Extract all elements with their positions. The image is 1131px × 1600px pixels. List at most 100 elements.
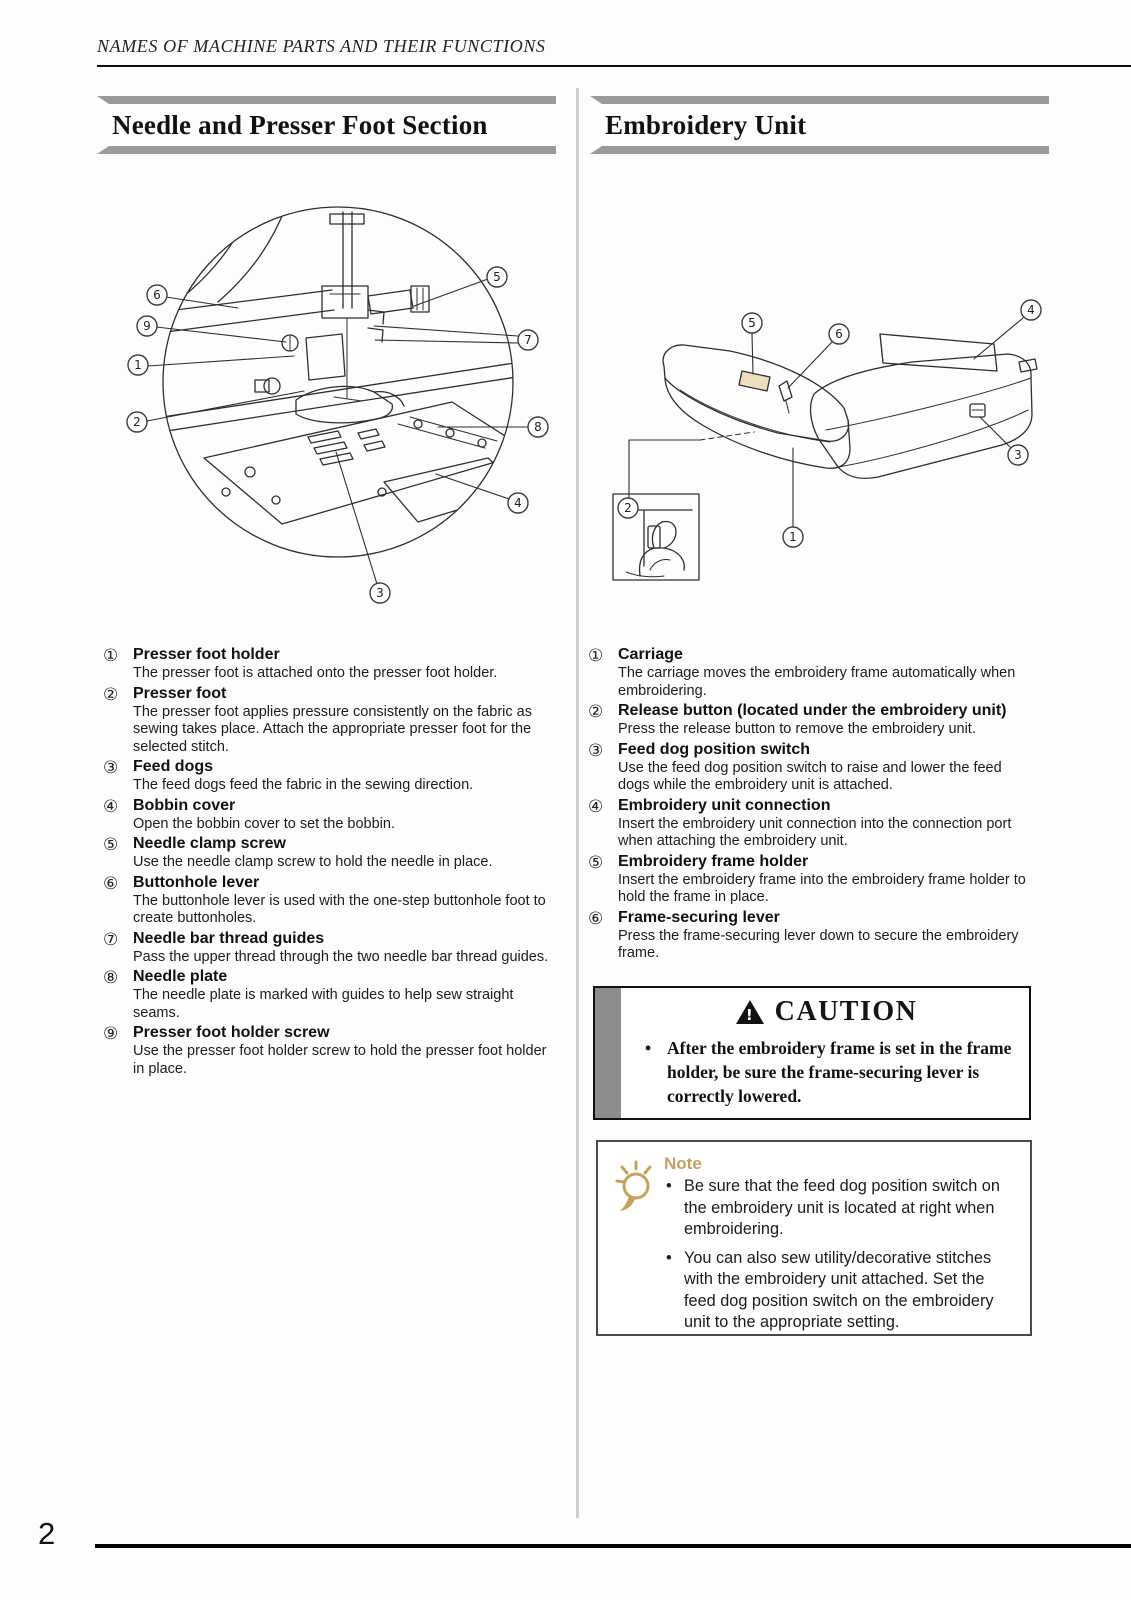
part-name: Carriage [618,646,683,663]
callout-circle [1020,299,1042,321]
part-number: ⑤ [103,835,119,854]
part-description: Pass the upper thread through the two ne… [133,948,549,965]
leader-lines [146,278,529,585]
part-description: The buttonhole lever is used with the on… [133,892,546,927]
callout-number: 7 [524,333,532,347]
bullet-item: After the embroidery frame is set in the… [641,1036,1017,1108]
part-name: Frame-securing lever [618,908,780,926]
part-number: ⑥ [103,873,119,893]
warning-triangle-icon: ! [735,999,764,1024]
callout-circle [782,526,804,548]
callout-circle [126,411,148,433]
part-name: Feed dogs [133,758,214,775]
callout-circle [486,266,508,288]
caution-items: After the embroidery frame is set in the… [641,1036,1017,1108]
bullet-item: Be sure that the feed dog position switc… [664,1176,1016,1241]
part-description: Press the release button to remove the e… [618,721,976,737]
caution-box: ! CAUTION After the embroidery frame is … [593,986,1031,1120]
callout-circle [517,329,539,351]
callout-circle [146,284,168,306]
title-bar-bottom [97,146,556,154]
callout-number: 3 [376,586,384,600]
part-number: ① [103,646,119,665]
part-description: The feed dogs feed the fabric in the sew… [133,777,474,793]
part-name: Needle clamp screw [133,835,286,852]
bullet-item: You can also sew utility/decorative stit… [664,1248,1016,1334]
column-divider [576,88,579,1518]
embroidery-unit-line-art [612,333,1038,581]
callout-circle [828,323,850,345]
machine-line-art [163,207,513,557]
diagram-circle-frame [162,206,514,558]
title-bar-top [97,96,556,104]
part-description: The presser foot is attached onto the pr… [133,665,498,681]
note-title: Note [664,1154,702,1173]
callout-circle [507,492,529,514]
part-description: Press the frame-securing lever down to s… [618,927,1019,962]
callout-circle [1007,444,1029,466]
part-name: Presser foot [133,684,227,702]
title-bar-bottom [590,146,1049,154]
part-name: Embroidery unit connection [618,796,831,814]
part-description: Use the feed dog position switch to rais… [618,759,1002,794]
section-title-text: Needle and Presser Foot Section [112,110,488,140]
callout-number: 1 [789,530,797,544]
callout-circle [741,312,763,334]
part-number: ⑨ [103,1024,119,1043]
part-name: Needle plate [133,968,228,985]
section-title-embroidery: Embroidery Unit [590,96,1049,154]
part-number: ② [588,702,604,721]
callout-circle [136,315,158,337]
caution-heading: ! CAUTION [635,996,1017,1028]
callout-number: 5 [493,270,501,284]
part-description: The presser foot applies pressure consis… [133,703,532,755]
part-description: Use the presser foot holder screw to hol… [133,1043,547,1077]
part-name: Presser foot holder screw [133,1024,330,1041]
part-number: ⑤ [588,852,604,872]
page-number: 2 [38,1516,56,1551]
part-name: Feed dog position switch [618,740,810,758]
part-number: ② [103,684,119,704]
footer-rule [95,1544,1131,1548]
callout-number: 1 [134,358,142,372]
leader-lines [628,317,1024,527]
caution-side-bar [595,988,621,1118]
part-name: Bobbin cover [133,796,236,814]
note-lightbulb-icon [615,1160,652,1211]
part-name: Presser foot holder [133,646,280,663]
section-title-text: Embroidery Unit [605,110,807,140]
part-number: ③ [588,740,604,760]
part-number: ⑧ [103,968,119,987]
note-items: Be sure that the feed dog position switc… [664,1176,1016,1341]
callout-circle [127,354,149,376]
part-name: Needle bar thread guides [133,929,325,947]
callout-number: 6 [153,288,161,302]
callout-number: 3 [1014,448,1022,462]
callout-circle [527,416,549,438]
callout-number: 4 [514,496,522,510]
part-number: ⑥ [588,908,604,928]
caution-content: ! CAUTION After the embroidery frame is … [621,988,1029,1118]
header-rule [97,65,1131,67]
part-description: Open the bobbin cover to set the bobbin. [133,815,395,832]
part-number: ③ [103,758,119,777]
part-name: Embroidery frame holder [618,852,809,870]
callout-number: 9 [143,319,151,333]
